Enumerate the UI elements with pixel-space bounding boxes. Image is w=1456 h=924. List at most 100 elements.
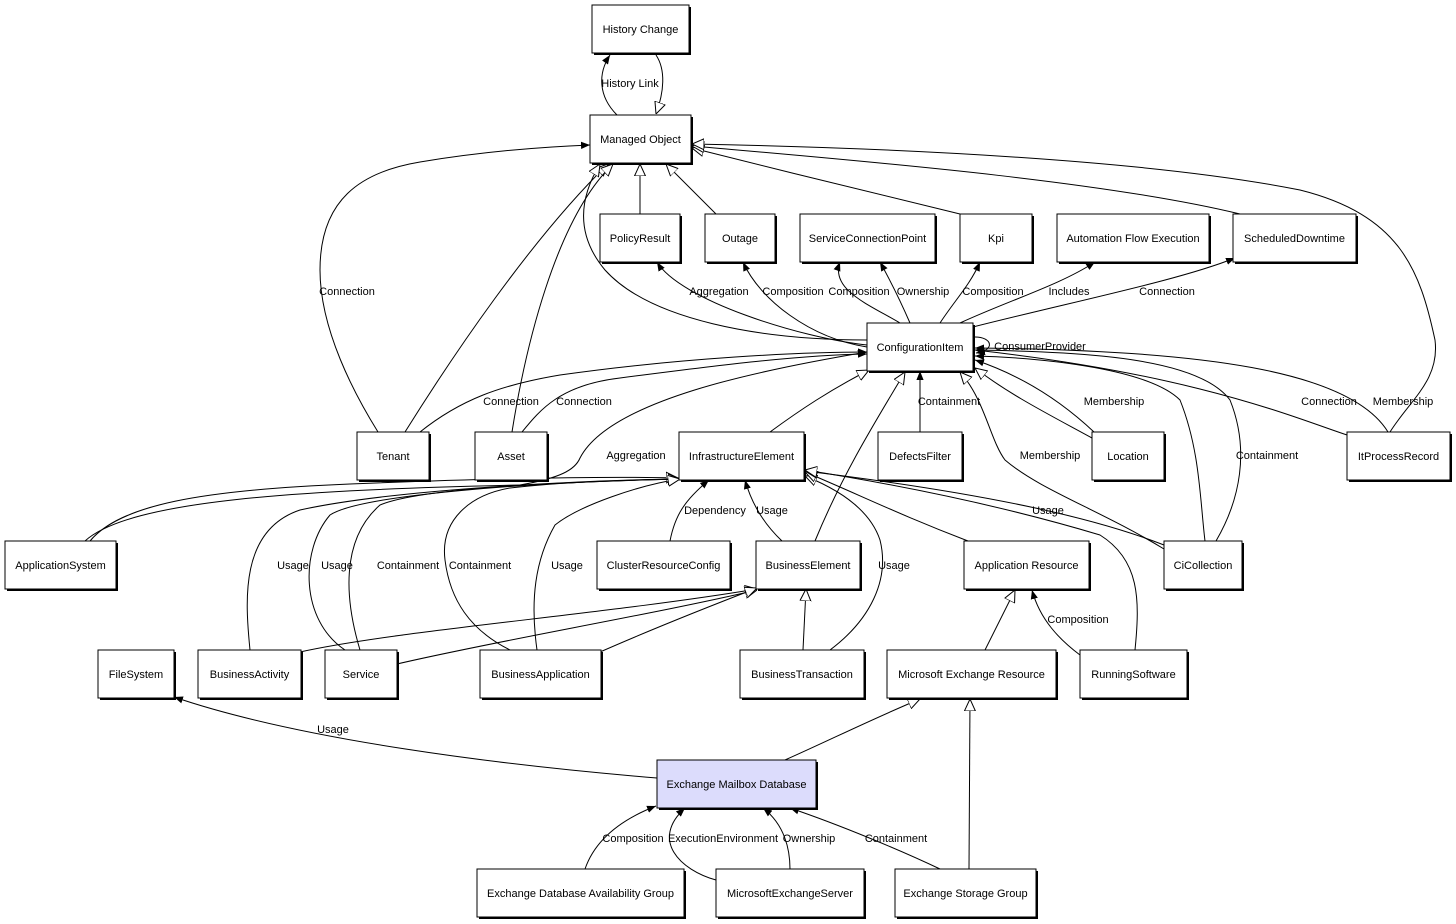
node-exchange-storage-group[interactable]: Exchange Storage Group — [894, 868, 1038, 919]
node-business-application[interactable]: BusinessApplication — [479, 649, 603, 700]
node-label: ScheduledDowntime — [1244, 233, 1345, 245]
association-edge — [743, 479, 783, 542]
node-it-process-record[interactable]: ItProcessRecord — [1346, 431, 1452, 482]
node-business-activity[interactable]: BusinessActivity — [197, 649, 303, 700]
edge-label-usage: Usage — [321, 560, 353, 572]
node-box — [197, 649, 302, 699]
node-policy-result[interactable]: PolicyResult — [599, 213, 682, 264]
node-outage[interactable]: Outage — [704, 213, 777, 264]
edge-label-ownership: Ownership — [897, 286, 950, 298]
edge-label-composition: Composition — [1047, 614, 1108, 626]
node-automation-flow-execution[interactable]: Automation Flow Execution — [1056, 213, 1211, 264]
generalization-edge — [299, 589, 757, 653]
association-edge — [601, 54, 618, 116]
node-ci-collection[interactable]: CiCollection — [1163, 540, 1244, 591]
node-label: Automation Flow Execution — [1066, 233, 1199, 245]
node-label: FileSystem — [109, 669, 163, 681]
association-edge — [742, 261, 868, 348]
node-application-system[interactable]: ApplicationSystem — [4, 540, 118, 591]
node-business-transaction[interactable]: BusinessTransaction — [739, 649, 866, 700]
edge-label-composition: Composition — [602, 833, 663, 845]
association-edge — [879, 261, 911, 324]
node-label: History Change — [603, 24, 679, 36]
node-box — [596, 540, 731, 590]
node-scheduled-downtime[interactable]: ScheduledDowntime — [1232, 213, 1358, 264]
edge-label-history link: History Link — [601, 78, 659, 90]
node-label: ClusterResourceConfig — [607, 560, 721, 572]
edge-label-usage: Usage — [878, 560, 910, 572]
node-label: DefectsFilter — [889, 451, 951, 463]
node-exchange-database-availability-group[interactable]: Exchange Database Availability Group — [476, 868, 686, 919]
generalization-edge — [975, 368, 1093, 439]
node-history-change[interactable]: History Change — [591, 4, 691, 55]
node-location[interactable]: Location — [1091, 431, 1166, 482]
edge-label-includes: Includes — [1049, 286, 1090, 298]
node-box — [1091, 431, 1165, 481]
node-business-element[interactable]: BusinessElement — [755, 540, 862, 591]
node-file-system[interactable]: FileSystem — [97, 649, 176, 700]
generalization-edge — [803, 589, 806, 651]
node-label: Microsoft Exchange Resource — [898, 669, 1045, 681]
node-kpi[interactable]: Kpi — [959, 213, 1034, 264]
edge-label-connection: Connection — [319, 286, 375, 298]
association-edge — [974, 352, 1206, 542]
generalization-edge — [805, 472, 969, 542]
node-microsoft-exchange-resource[interactable]: Microsoft Exchange Resource — [886, 649, 1058, 700]
generalization-edge — [656, 54, 663, 114]
node-label: RunningSoftware — [1091, 669, 1175, 681]
edges-layer — [84, 54, 1437, 881]
node-defects-filter[interactable]: DefectsFilter — [877, 431, 964, 482]
generalization-edge — [805, 470, 1138, 651]
node-label: InfrastructureElement — [689, 451, 794, 463]
node-managed-object[interactable]: Managed Object — [589, 114, 693, 165]
node-box — [656, 759, 817, 809]
edge-label-containment: Containment — [449, 560, 511, 572]
association-edge — [974, 346, 1242, 542]
edge-label-membership: Membership — [1373, 396, 1434, 408]
generalization-edge — [666, 164, 717, 215]
association-edge — [974, 347, 1351, 437]
generalization-edge — [599, 588, 757, 653]
node-microsoft-exchange-server[interactable]: MicrosoftExchangeServer — [715, 868, 866, 919]
node-application-resource[interactable]: Application Resource — [963, 540, 1091, 591]
node-label: Exchange Storage Group — [903, 888, 1027, 900]
edge-label-ownership: Ownership — [783, 833, 836, 845]
node-box — [704, 213, 776, 263]
node-label: Service — [343, 669, 380, 681]
node-infrastructure-element[interactable]: InfrastructureElement — [678, 431, 806, 482]
node-tenant[interactable]: Tenant — [356, 431, 431, 482]
node-label: MicrosoftExchangeServer — [727, 888, 853, 900]
node-box — [474, 431, 548, 481]
node-cluster-resource-config[interactable]: ClusterResourceConfig — [596, 540, 732, 591]
generalization-edge — [396, 590, 757, 665]
node-label: Application Resource — [975, 560, 1079, 572]
generalization-edge — [583, 164, 868, 341]
edge-label-containment: Containment — [1236, 450, 1298, 462]
generalization-edge — [511, 164, 613, 433]
association-edge — [319, 141, 591, 433]
edge-label-composition: Composition — [962, 286, 1023, 298]
edge-label-membership: Membership — [1020, 450, 1081, 462]
association-edge — [668, 807, 717, 881]
association-edge — [173, 696, 658, 779]
generalization-edge — [984, 590, 1015, 651]
node-label: Outage — [722, 233, 758, 245]
node-box — [4, 540, 117, 590]
generalization-edge — [692, 144, 1437, 433]
node-box — [678, 431, 805, 481]
edge-label-usage: Usage — [277, 560, 309, 572]
edge-label-containment: Containment — [377, 560, 439, 572]
generalization-edge — [805, 471, 1165, 546]
node-service[interactable]: Service — [324, 649, 399, 700]
node-label: CiCollection — [1174, 560, 1233, 572]
node-box — [1163, 540, 1243, 590]
node-label: Tenant — [376, 451, 409, 463]
node-service-connection-point[interactable]: ServiceConnectionPoint — [799, 213, 937, 264]
node-box — [479, 649, 602, 699]
edge-label-aggregation: Aggregation — [606, 450, 665, 462]
node-running-software[interactable]: RunningSoftware — [1079, 649, 1189, 700]
node-configuration-item[interactable]: ConfigurationItem — [866, 322, 975, 373]
node-exchange-mailbox-database[interactable]: Exchange Mailbox Database — [656, 759, 818, 810]
node-asset[interactable]: Asset — [474, 431, 549, 482]
